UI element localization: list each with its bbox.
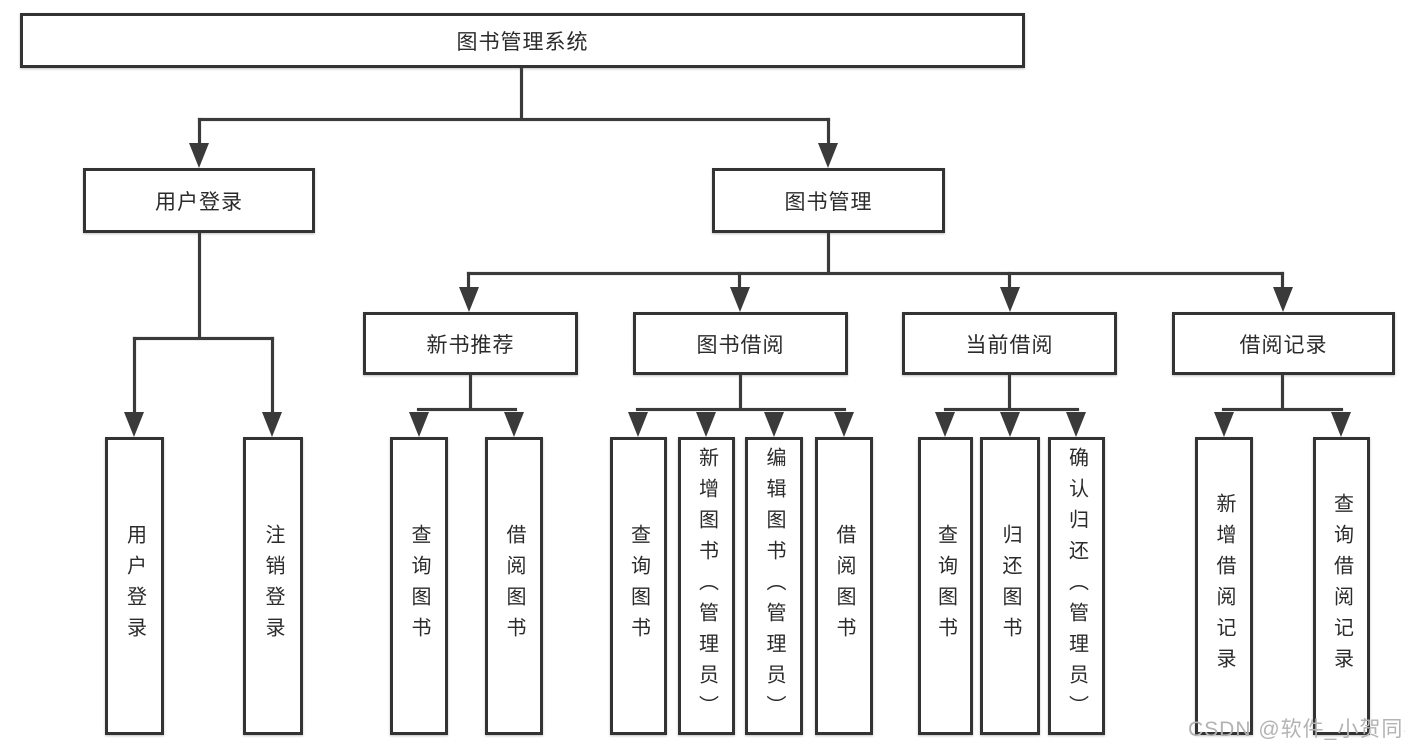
node-borrowing-records: 借阅记录	[1172, 312, 1395, 375]
connector-line	[417, 408, 517, 411]
node-system-root: 图书管理系统	[20, 13, 1025, 68]
leaf-label: 新增图书（管理员）	[695, 446, 718, 726]
connector-line	[467, 272, 470, 290]
node-label: 图书管理	[784, 190, 873, 214]
connector-line	[827, 118, 830, 148]
leaf-current-query-books: 查询图书	[918, 437, 973, 735]
connector-line	[738, 272, 741, 290]
arrowhead-icon	[189, 143, 209, 168]
arrowhead-icon	[834, 412, 854, 437]
arrowhead-icon	[409, 412, 429, 437]
node-current-borrowing: 当前借阅	[902, 312, 1117, 375]
watermark: CSDN @软件_小贺同学	[1188, 718, 1405, 741]
connector-line	[1222, 408, 1343, 411]
arrowhead-icon	[764, 412, 784, 437]
leaf-label: 归还图书	[999, 524, 1021, 648]
node-label: 新书推荐	[426, 333, 515, 357]
arrowhead-icon	[696, 412, 716, 437]
connector-line	[827, 233, 830, 272]
leaf-label: 查询借阅记录	[1330, 493, 1353, 679]
arrowhead-icon	[124, 412, 144, 437]
leaf-label: 新增借阅记录	[1213, 493, 1235, 679]
leaf-records-query-borrow-record: 查询借阅记录	[1313, 437, 1370, 735]
arrowhead-icon	[628, 412, 648, 437]
connector-line	[1008, 272, 1011, 290]
arrowhead-icon	[1066, 412, 1086, 437]
connector-line	[636, 408, 846, 411]
arrowhead-icon	[262, 412, 282, 437]
leaf-borrow-add-books-admin: 新增图书（管理员）	[678, 437, 735, 735]
node-user-login: 用户登录	[83, 168, 315, 233]
arrowhead-icon	[818, 143, 838, 168]
leaf-newrec-borrow-books: 借阅图书	[485, 437, 543, 735]
leaf-logout: 注销登录	[243, 437, 303, 735]
leaf-newrec-query-books: 查询图书	[390, 437, 448, 735]
leaf-label: 查询图书	[408, 524, 430, 648]
connector-line	[271, 337, 274, 415]
connector-line	[198, 233, 201, 337]
connector-line	[469, 375, 472, 408]
node-label: 用户登录	[155, 190, 243, 214]
connector-line	[944, 408, 1079, 411]
leaf-borrow-borrow-books: 借阅图书	[815, 437, 873, 735]
connector-line	[133, 337, 136, 415]
leaf-records-add-borrow-record: 新增借阅记录	[1195, 437, 1253, 735]
node-label: 图书管理系统	[456, 30, 589, 54]
node-label: 借阅记录	[1239, 333, 1328, 357]
node-book-borrowing: 图书借阅	[633, 312, 848, 375]
node-book-management: 图书管理	[712, 168, 945, 233]
leaf-borrow-edit-books-admin: 编辑图书（管理员）	[745, 437, 803, 735]
leaf-label: 编辑图书（管理员）	[763, 446, 785, 726]
connector-line	[133, 337, 274, 340]
arrowhead-icon	[1214, 412, 1234, 437]
connector-line	[1008, 375, 1011, 408]
leaf-label: 用户登录	[123, 524, 146, 648]
connector-line	[520, 68, 523, 118]
leaf-label: 确认归还（管理员）	[1065, 446, 1088, 726]
node-new-book-recommendation: 新书推荐	[363, 312, 578, 375]
leaf-label: 注销登录	[262, 524, 284, 648]
leaf-borrow-query-books: 查询图书	[610, 437, 667, 735]
leaf-label: 查询图书	[934, 524, 957, 648]
connector-line	[198, 118, 830, 121]
leaf-user-login: 用户登录	[105, 437, 164, 735]
node-label: 当前借阅	[965, 333, 1054, 357]
arrowhead-icon	[1000, 412, 1020, 437]
arrowhead-icon	[459, 287, 479, 312]
connector-line	[467, 272, 1284, 275]
leaf-current-confirm-return-admin: 确认归还（管理员）	[1048, 437, 1105, 735]
leaf-current-return-books: 归还图书	[980, 437, 1040, 735]
connector-line	[1281, 375, 1284, 408]
arrowhead-icon	[1273, 287, 1293, 312]
arrowhead-icon	[1331, 412, 1351, 437]
arrowhead-icon	[935, 412, 955, 437]
leaf-label: 借阅图书	[833, 524, 855, 648]
leaf-label: 查询图书	[627, 524, 650, 648]
connector-line	[198, 118, 201, 148]
leaf-label: 借阅图书	[503, 524, 525, 648]
connector-line	[1281, 272, 1284, 290]
arrowhead-icon	[504, 412, 524, 437]
node-label: 图书借阅	[696, 333, 785, 357]
arrowhead-icon	[1000, 287, 1020, 312]
arrowhead-icon	[730, 287, 750, 312]
connector-line	[739, 375, 742, 408]
